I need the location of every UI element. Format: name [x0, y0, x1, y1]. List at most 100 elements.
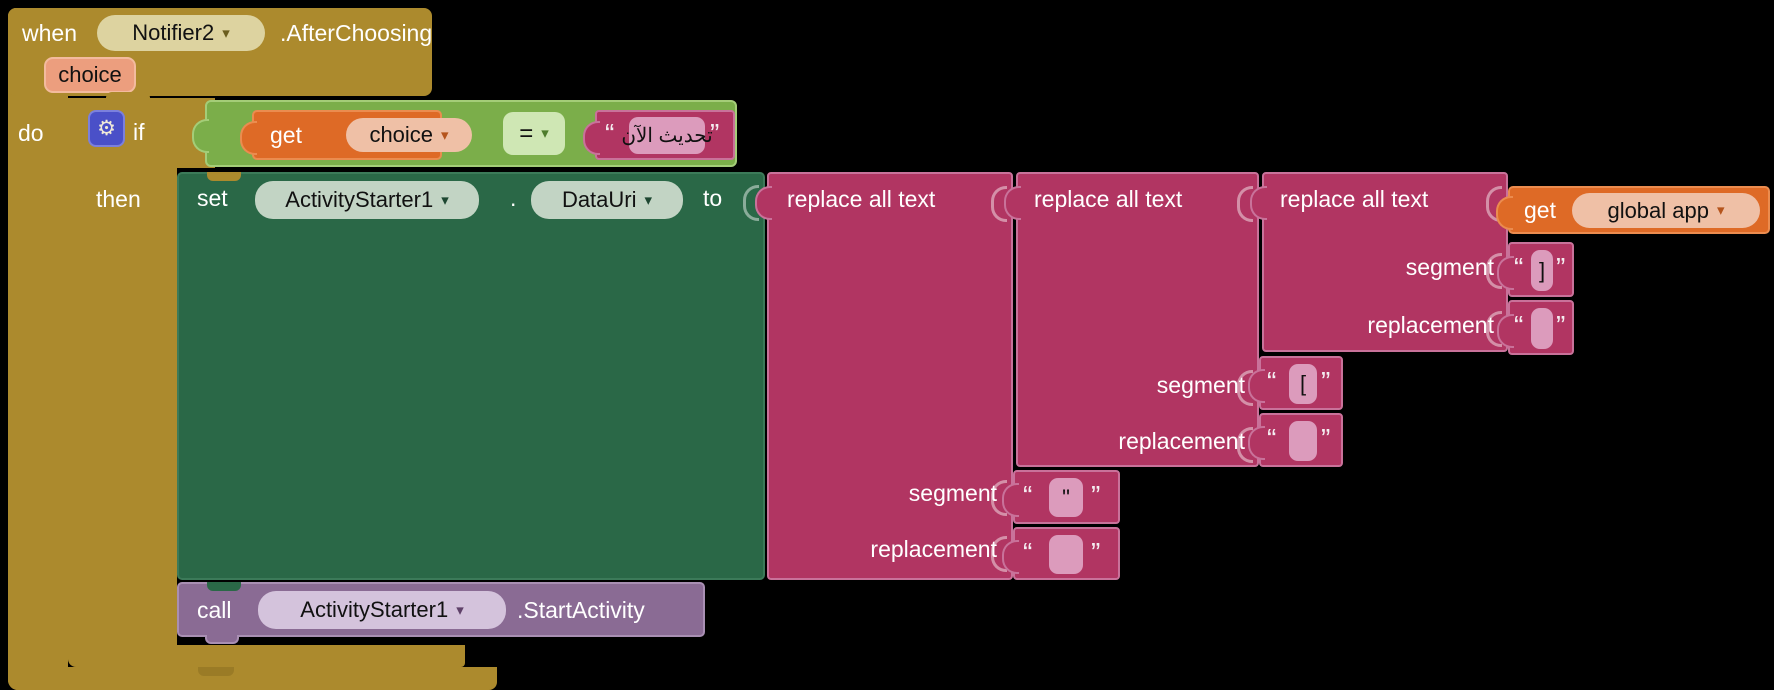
then-label: then: [96, 186, 141, 212]
segment-text-block-bracket-close[interactable]: “ ] ”: [1497, 242, 1574, 297]
replace2-segment-label: segment: [1156, 372, 1245, 398]
operator-dropdown[interactable]: = ▾: [503, 112, 565, 155]
replace1-segment-label: segment: [908, 480, 997, 506]
get-global-variable-dropdown[interactable]: global app ▾: [1572, 193, 1760, 228]
segment-text-block-bracket-open[interactable]: “ [ ”: [1248, 356, 1343, 410]
replace1-replacement-label: replacement: [870, 536, 997, 562]
if-bottom-bar: [68, 645, 465, 667]
open-quote: “: [1267, 423, 1277, 454]
get-label: get: [270, 122, 302, 148]
chevron-down-icon: ▾: [541, 125, 549, 142]
set-property-dropdown[interactable]: DataUri ▾: [531, 181, 683, 219]
event-name-label: .AfterChoosing: [280, 20, 433, 46]
segment-value: ]: [1538, 257, 1546, 283]
chevron-down-icon: ▾: [456, 601, 464, 619]
close-quote: ”: [1321, 423, 1331, 454]
replace1-segment-socket: [991, 480, 1007, 516]
replace3-label: replace all text: [1280, 186, 1429, 212]
text-block-arabic[interactable]: “ تحديث الآن ”: [583, 110, 735, 160]
close-quote: ”: [1091, 537, 1101, 568]
replace3-text-socket: [1486, 186, 1502, 222]
replace1-label: replace all text: [787, 186, 936, 212]
text-value: تحديث الآن: [621, 125, 713, 147]
replace2-replacement-socket: [1237, 427, 1253, 463]
chevron-down-icon: ▾: [1717, 202, 1725, 219]
replace1-text-socket: [991, 186, 1007, 222]
to-socket: [743, 185, 759, 221]
replacement-value-field[interactable]: [1049, 535, 1083, 574]
replacement-text-block-3[interactable]: “ ”: [1497, 300, 1574, 355]
get-choice-plug: [240, 121, 257, 155]
if-left-column: [68, 98, 177, 645]
segment-value-field[interactable]: ]: [1531, 250, 1553, 291]
equals-block[interactable]: get choice ▾ = ▾ “ تحديث الآن ”: [192, 100, 737, 167]
event-param-label: choice: [58, 62, 122, 87]
set-property-block[interactable]: set ActivityStarter1 ▾ . DataUri ▾ to: [177, 172, 765, 580]
open-quote: “: [1023, 537, 1033, 568]
call-label: call: [197, 597, 232, 623]
get-label: get: [1524, 197, 1556, 223]
segment-text-block-quote[interactable]: “ " ”: [1002, 470, 1120, 524]
component-dropdown-value: Notifier2: [132, 20, 215, 45]
segment-value-field[interactable]: [: [1289, 364, 1317, 404]
call-top-notch: [207, 582, 241, 591]
get-choice-block[interactable]: get choice ▾: [240, 110, 472, 160]
replace3-segment-label: segment: [1405, 254, 1494, 280]
to-label: to: [703, 185, 723, 211]
set-component-dropdown[interactable]: ActivityStarter1 ▾: [255, 181, 479, 219]
replace2-segment-socket: [1237, 370, 1253, 406]
call-next-tab: [205, 635, 239, 644]
replace3-replacement-socket: [1486, 311, 1502, 347]
dot-label: .: [510, 185, 517, 211]
set-label: set: [197, 185, 228, 211]
replacement-value-field[interactable]: [1289, 421, 1317, 461]
when-label: when: [22, 20, 77, 46]
chevron-down-icon: ▾: [441, 126, 449, 144]
set-top-notch: [207, 172, 241, 181]
replace-all-text-block-2[interactable]: replace all text segment replacement: [1004, 172, 1259, 467]
close-quote: ”: [710, 118, 720, 149]
get-global-app-block[interactable]: get global app ▾: [1496, 186, 1770, 234]
chevron-down-icon: ▾: [644, 191, 653, 209]
do-label: do: [18, 120, 44, 146]
if-top-tab: [106, 92, 150, 100]
component-dropdown-notifier2[interactable]: Notifier2 ▾: [97, 15, 265, 51]
operator-value: =: [519, 119, 534, 147]
segment-value: [: [1299, 371, 1307, 396]
replace1-replacement-socket: [991, 536, 1007, 572]
text-value-field[interactable]: تحديث الآن: [621, 117, 713, 154]
replace3-segment-socket: [1486, 253, 1502, 289]
if-next-tab: [198, 667, 234, 676]
call-method-block[interactable]: call ActivityStarter1 ▾ .StartActivity: [177, 582, 705, 637]
call-component-dropdown[interactable]: ActivityStarter1 ▾: [258, 591, 506, 629]
replace2-text-socket: [1237, 186, 1253, 222]
chevron-down-icon: ▾: [222, 24, 230, 42]
close-quote: ”: [1321, 366, 1331, 397]
text-block-plug: [583, 121, 600, 155]
segment-value-field[interactable]: ": [1049, 478, 1083, 517]
open-quote: “: [1514, 252, 1524, 283]
close-quote: ”: [1556, 252, 1566, 283]
replace2-replacement-label: replacement: [1118, 428, 1245, 454]
set-property-value: DataUri: [561, 187, 637, 212]
set-component-value: ActivityStarter1: [285, 187, 434, 212]
open-quote: “: [1267, 366, 1277, 397]
get-global-variable-value: global app: [1607, 197, 1709, 223]
replacement-text-block-1[interactable]: “ ”: [1002, 527, 1120, 580]
replace-all-text-block-3[interactable]: replace all text segment replacement: [1250, 172, 1508, 352]
event-param-choice[interactable]: choice: [44, 57, 136, 93]
close-quote: ”: [1091, 480, 1101, 511]
get-variable-dropdown[interactable]: choice ▾: [346, 118, 472, 152]
gear-icon[interactable]: ⚙: [88, 110, 125, 147]
replace-all-text-block-1[interactable]: replace all text segment replacement: [755, 172, 1013, 580]
replacement-text-block-2[interactable]: “ ”: [1248, 413, 1343, 467]
open-quote: “: [1514, 310, 1524, 341]
replacement-value-field[interactable]: [1531, 308, 1553, 349]
call-method-label: .StartActivity: [517, 597, 645, 623]
close-quote: ”: [1556, 310, 1566, 341]
open-quote: “: [1023, 480, 1033, 511]
call-component-value: ActivityStarter1: [300, 597, 449, 622]
chevron-down-icon: ▾: [441, 191, 449, 209]
segment-value: ": [1062, 484, 1070, 510]
